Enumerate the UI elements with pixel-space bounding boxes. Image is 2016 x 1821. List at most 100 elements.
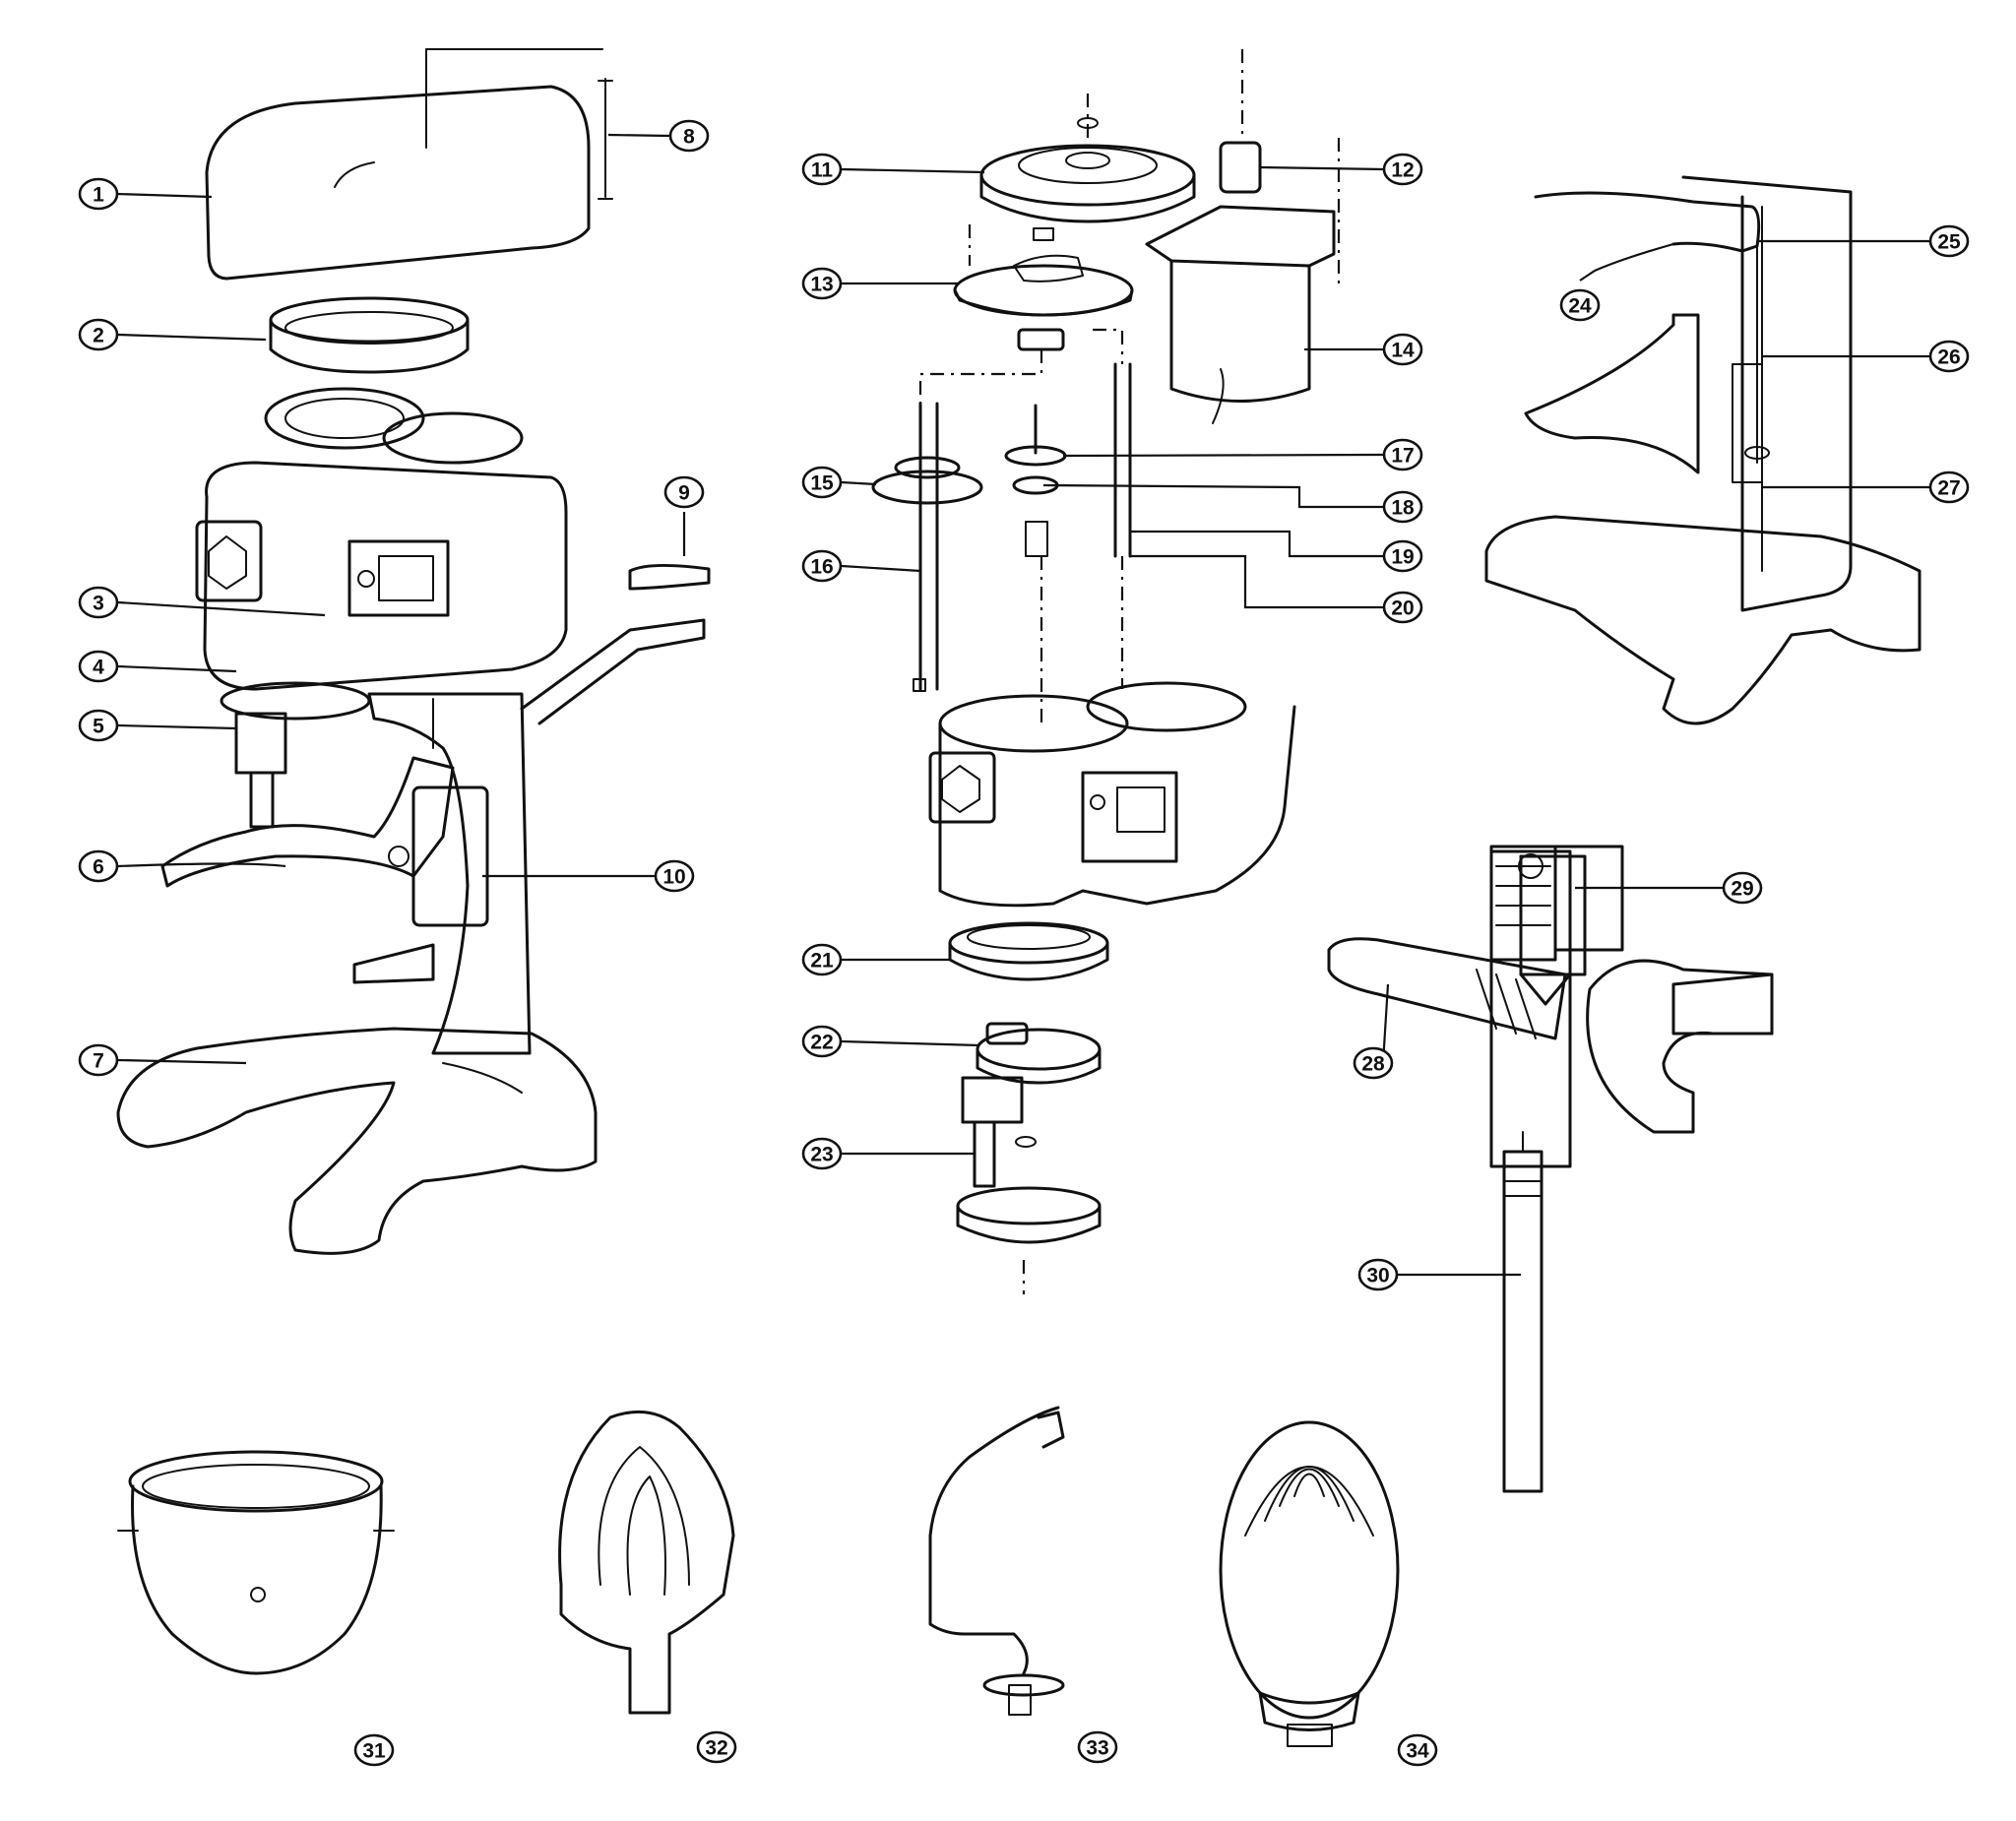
callout-number: 1 [93,184,104,207]
callout-number: 10 [662,866,685,889]
gear-housing [195,461,568,691]
callout-1: 1 [78,177,119,211]
callout-33: 33 [1077,1730,1118,1764]
callout-circle [1382,490,1423,524]
callout-number: 14 [1391,340,1415,362]
callout-25: 25 [1928,224,1970,258]
callout-number: 18 [1391,497,1415,520]
ring-21 [948,921,1109,981]
callout-circle [353,1733,395,1767]
callout-32: 32 [696,1730,737,1764]
callout-number: 33 [1086,1737,1108,1760]
callout-circle [801,267,843,300]
callout-number: 26 [1937,346,1960,369]
callout-circle [668,119,710,153]
gearbox-exploded [871,49,1341,1294]
callout-number: 34 [1406,1740,1429,1763]
callout-circle [78,1043,119,1077]
callout-21: 21 [801,943,843,976]
spindle-5 [220,681,371,829]
callout-circle [696,1730,737,1764]
callout-circle [1397,1733,1438,1767]
motor-14 [1145,49,1341,424]
callout-number: 25 [1937,231,1961,254]
column-cutaway [1484,175,1922,725]
callout-number: 9 [678,482,690,505]
callout-circle [1382,539,1423,573]
callout-number: 3 [93,593,104,615]
callout-circle [78,709,119,742]
callout-circle [663,475,705,509]
callout-3: 3 [78,586,119,619]
callout-18: 18 [1382,490,1423,524]
callout-circle [801,549,843,583]
callout-23: 23 [801,1137,843,1170]
callout-31: 31 [353,1733,395,1767]
callout-circle [1382,591,1423,624]
callout-circle [1353,1046,1394,1080]
callout-number: 8 [683,126,695,149]
gear-ring [269,296,470,374]
callout-circle [78,849,119,883]
callout-2: 2 [78,318,119,351]
flat-beater-32 [558,1410,735,1715]
callout-circle [801,1137,843,1170]
callout-number: 6 [93,856,104,879]
callout-7: 7 [78,1043,119,1077]
callout-number: 20 [1391,597,1414,620]
callout-5: 5 [78,709,119,742]
callout-34: 34 [1397,1733,1438,1767]
callout-number: 24 [1568,295,1592,318]
bowl-lift [1327,845,1774,1493]
bowl-arm [160,756,489,984]
plate-13 [953,254,1134,317]
callout-10: 10 [654,859,695,893]
screw-8 [598,78,613,200]
callout-circle [801,153,843,186]
callout-4: 4 [78,650,119,683]
callout-29: 29 [1722,871,1763,905]
callout-circle [1559,288,1601,322]
callout-circle [1382,333,1423,366]
callout-number: 11 [811,159,834,182]
shaft-19 [1113,362,1132,558]
callout-number: 19 [1391,546,1414,569]
callout-number: 32 [705,1737,727,1760]
callout-11: 11 [801,153,843,186]
callout-number: 17 [1391,445,1414,468]
callout-number: 28 [1361,1053,1385,1076]
gear-18 [1012,475,1059,557]
callout-circle [801,1025,843,1058]
shaft-15-16 [871,402,983,692]
callout-17: 17 [1382,438,1423,471]
callout-circle [78,318,119,351]
callout-14: 14 [1382,333,1423,366]
callout-number: 12 [1391,159,1414,182]
callout-number: 31 [362,1740,386,1763]
callout-circle [1928,224,1970,258]
shaft-23 [956,1120,1102,1294]
top-cover [205,85,591,281]
callout-9: 9 [663,475,705,509]
column [367,692,532,1055]
callout-number: 29 [1731,878,1753,901]
callout-number: 22 [810,1032,833,1054]
callout-circle [1722,871,1763,905]
callout-number: 23 [810,1144,833,1166]
callout-circle [78,586,119,619]
callout-circle [78,650,119,683]
callout-number: 30 [1366,1265,1389,1287]
callout-number: 27 [1937,477,1960,500]
callout-30: 30 [1357,1258,1399,1291]
callout-8: 8 [668,119,710,153]
callout-circle [1382,438,1423,471]
callout-circle [801,466,843,499]
callout-22: 22 [801,1025,843,1058]
callout-19: 19 [1382,539,1423,573]
whisk-34 [1219,1420,1400,1747]
callout-circle [78,177,119,211]
callout-20: 20 [1382,591,1423,624]
callout-circle [654,859,695,893]
